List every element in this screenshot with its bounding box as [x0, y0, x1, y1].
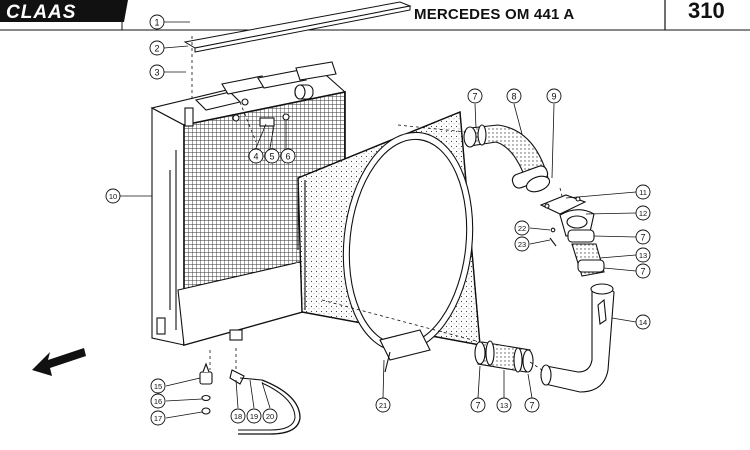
svg-text:2: 2: [154, 44, 159, 54]
guide-lines: [191, 36, 563, 373]
callout-13-bottom: 13: [496, 397, 512, 413]
callout-22: 22: [514, 220, 530, 236]
header-rules: [0, 0, 750, 31]
callout-8: 8: [506, 88, 522, 104]
svg-text:8: 8: [511, 92, 516, 102]
svg-text:CLAAS: CLAAS: [6, 2, 76, 23]
svg-text:7: 7: [475, 401, 480, 411]
svg-text:13: 13: [500, 401, 508, 410]
callout-5: 5: [264, 148, 280, 164]
callouts: 1 2 3 4 5 6 7 8 9 10 11 12 7 13 7 14 15 …: [105, 14, 651, 426]
svg-text:7: 7: [640, 267, 645, 277]
svg-text:10: 10: [109, 192, 117, 201]
callout-7-right-a: 7: [635, 229, 651, 245]
callout-6: 6: [280, 148, 296, 164]
svg-text:7: 7: [472, 92, 477, 102]
page-title: MERCEDES OM 441 A: [414, 6, 575, 23]
svg-text:15: 15: [154, 382, 162, 391]
callout-7-top: 7: [467, 88, 483, 104]
svg-text:22: 22: [518, 224, 526, 233]
callout-7-bottom-b: 7: [524, 397, 540, 413]
lower-pipe: [540, 283, 615, 393]
svg-text:3: 3: [154, 68, 159, 78]
callout-18: 18: [230, 408, 246, 424]
svg-text:1: 1: [154, 18, 159, 28]
upper-hose: [463, 124, 551, 193]
callout-17: 17: [150, 410, 166, 426]
callout-2: 2: [149, 40, 165, 56]
callout-14: 14: [635, 314, 651, 330]
svg-text:14: 14: [639, 318, 647, 327]
callout-21: 21: [375, 397, 391, 413]
callout-7-right-b: 7: [635, 263, 651, 279]
svg-text:18: 18: [234, 412, 242, 421]
svg-text:23: 23: [518, 240, 526, 249]
callout-3: 3: [149, 64, 165, 80]
claas-logo: CLAAS: [0, 0, 128, 23]
svg-text:5: 5: [269, 152, 274, 162]
callout-23: 23: [514, 236, 530, 252]
svg-text:7: 7: [529, 401, 534, 411]
svg-text:16: 16: [154, 397, 162, 406]
callout-1: 1: [149, 14, 165, 30]
svg-text:13: 13: [639, 251, 647, 260]
svg-text:7: 7: [640, 233, 645, 243]
mounting-strip: [183, 1, 412, 53]
svg-text:19: 19: [250, 412, 258, 421]
page-number: 310: [688, 0, 725, 23]
callout-10: 10: [105, 188, 121, 204]
callout-16: 16: [150, 393, 166, 409]
lower-hose: [474, 340, 534, 373]
callout-4: 4: [248, 148, 264, 164]
svg-text:11: 11: [639, 188, 647, 197]
svg-text:9: 9: [551, 92, 556, 102]
fan-shroud: [297, 110, 481, 373]
drain-assembly: [199, 362, 301, 435]
callout-9: 9: [546, 88, 562, 104]
callout-19: 19: [246, 408, 262, 424]
callout-20: 20: [262, 408, 278, 424]
callout-12: 12: [635, 205, 651, 221]
direction-arrow: [32, 348, 86, 376]
svg-text:21: 21: [379, 401, 387, 410]
leader-lines: [120, 21, 637, 419]
callout-15: 15: [150, 378, 166, 394]
svg-text:20: 20: [266, 412, 274, 421]
svg-text:4: 4: [253, 152, 258, 162]
callout-13-right: 13: [635, 247, 651, 263]
callout-11: 11: [635, 184, 651, 200]
svg-text:12: 12: [639, 209, 647, 218]
svg-text:17: 17: [154, 414, 162, 423]
svg-text:6: 6: [285, 152, 290, 162]
callout-7-bottom-a: 7: [470, 397, 486, 413]
thermostat-housing: [539, 194, 605, 277]
